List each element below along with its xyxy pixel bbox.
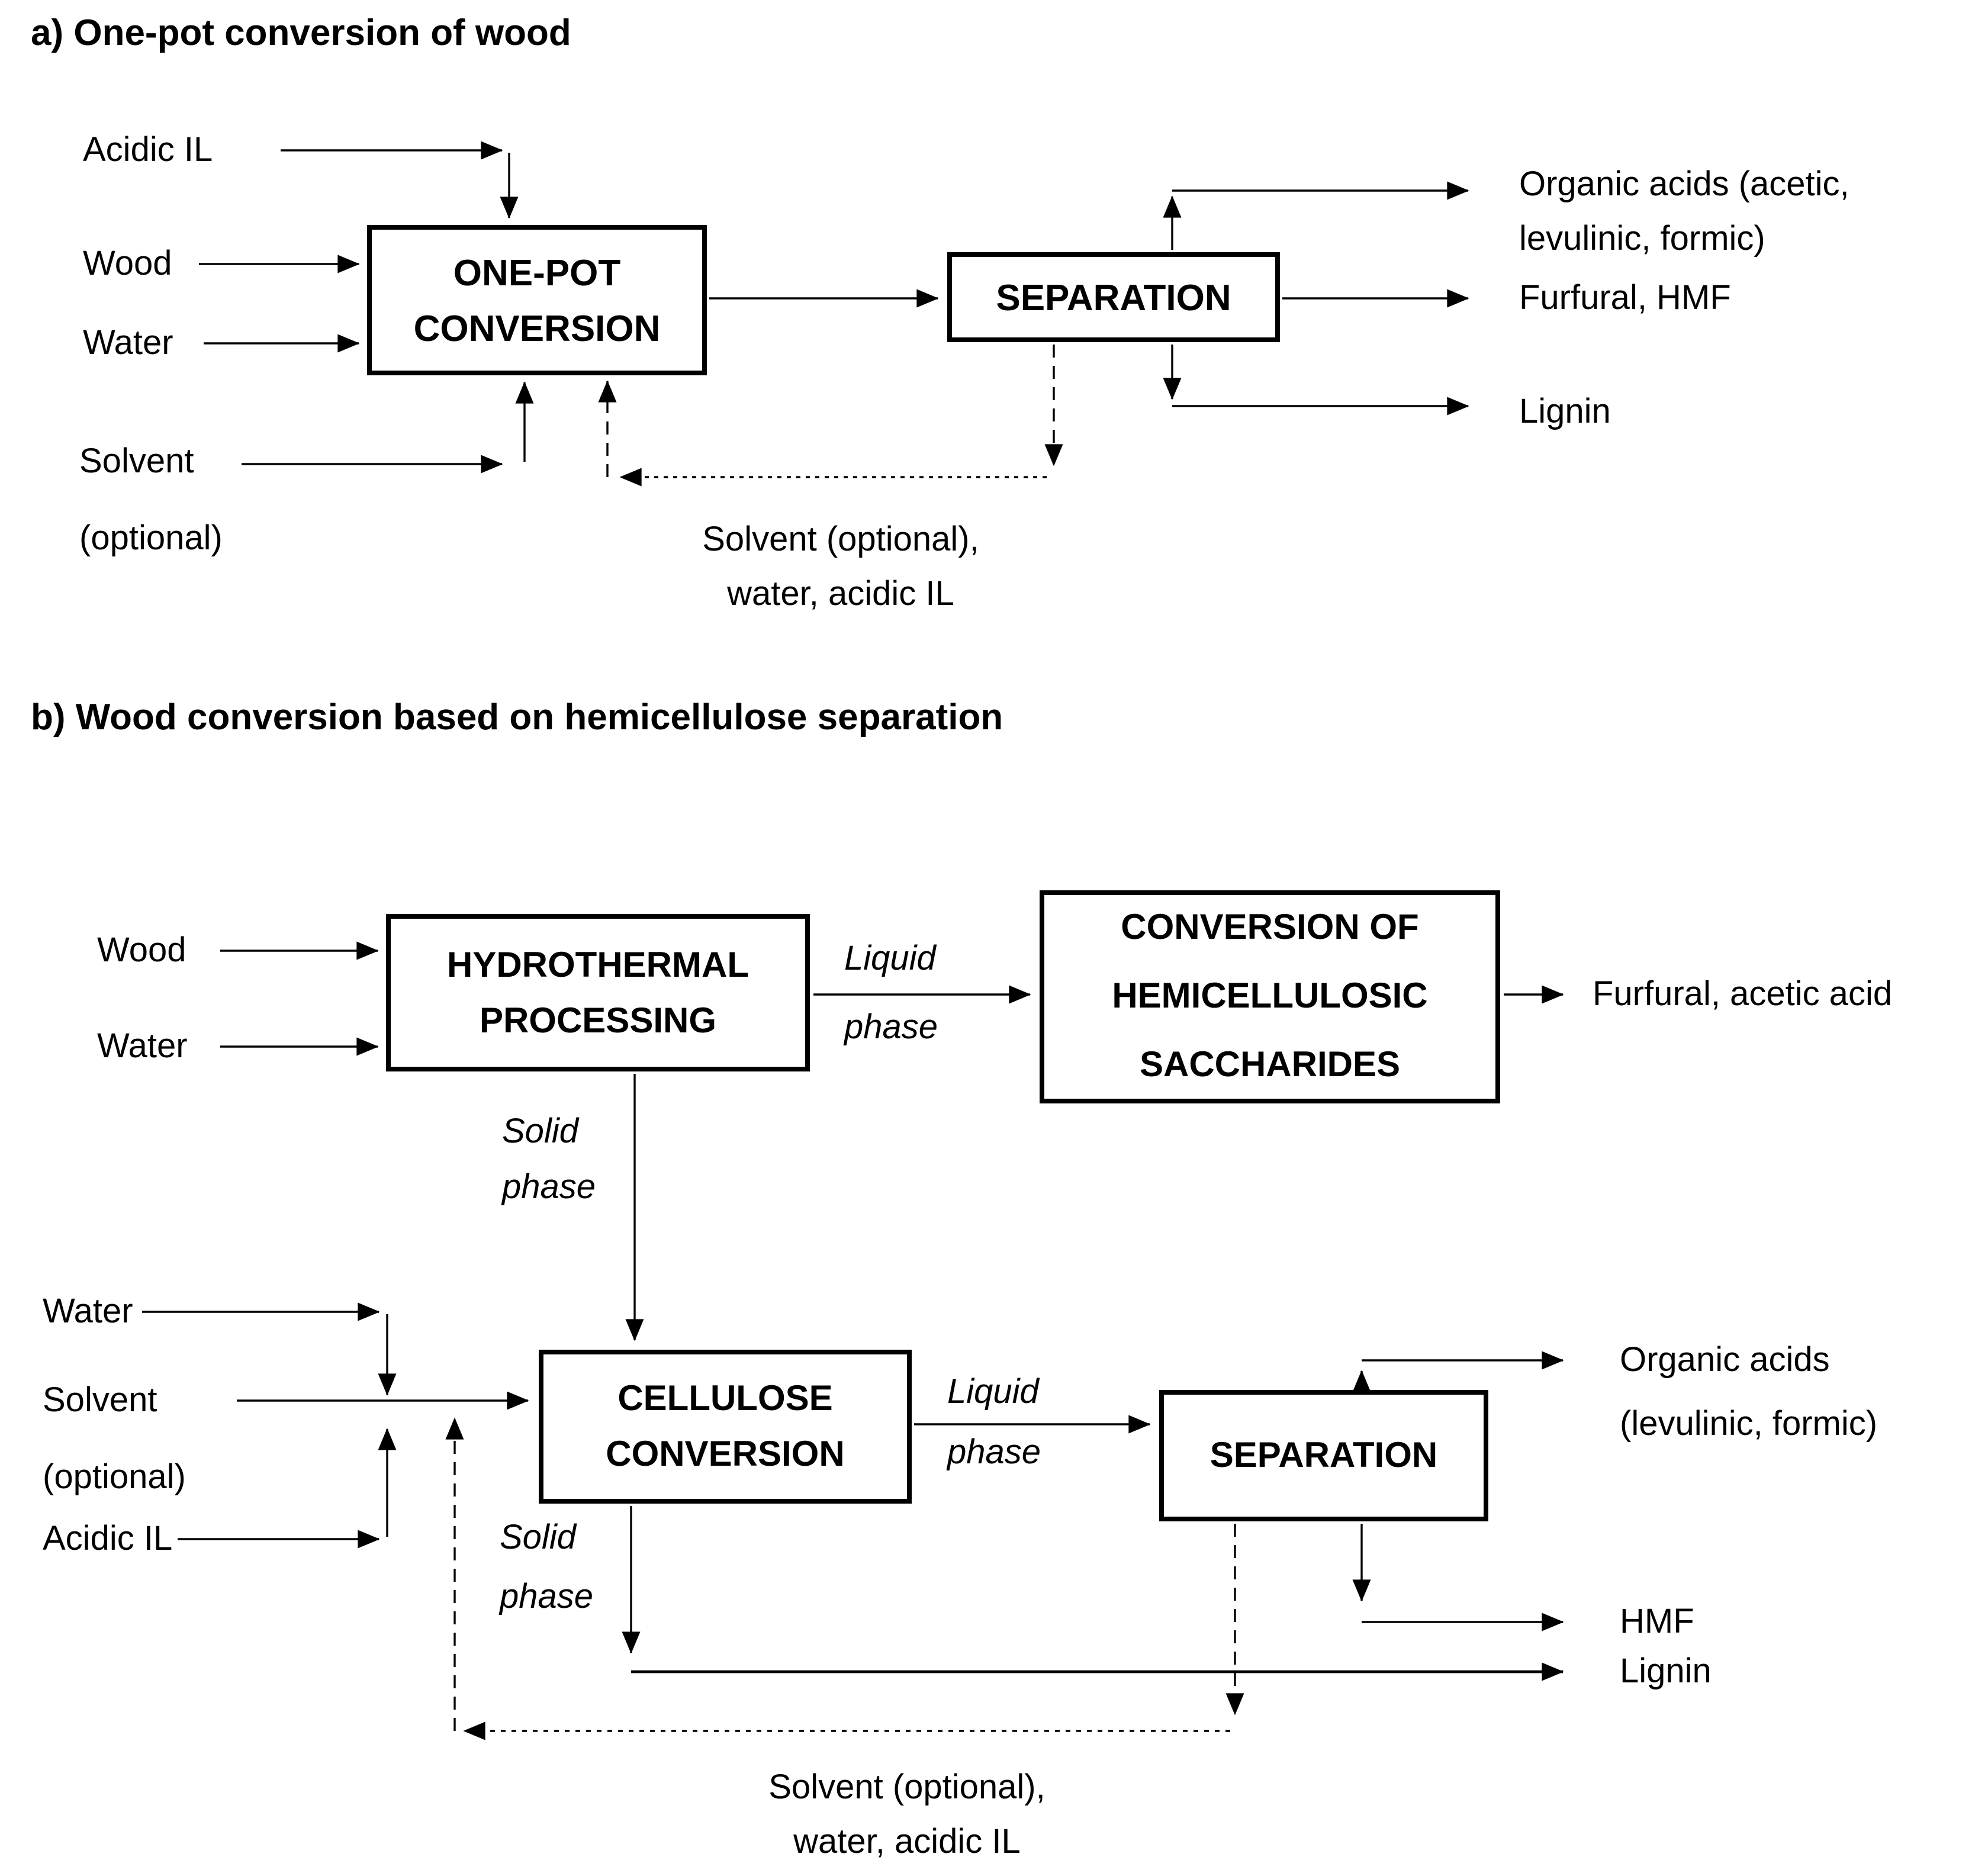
cellulose-conversion-box: CELLULOSE CONVERSION	[539, 1350, 912, 1504]
conversion-hemicellulosic-line3: SACCHARIDES	[1139, 1045, 1401, 1084]
separation-b-box-label: SEPARATION	[1209, 1436, 1438, 1475]
hydrothermal-box-line1: HYDROTHERMAL	[447, 945, 749, 984]
b-input-wood: Wood	[97, 932, 186, 970]
b-solid-phase-top-line2: phase	[502, 1169, 596, 1206]
a-output-lignin: Lignin	[1519, 393, 1611, 431]
conversion-hemicellulosic-line1: CONVERSION OF	[1121, 908, 1419, 947]
b-output-lignin: Lignin	[1620, 1653, 1712, 1691]
b-liquid-phase-bottom-line2: phase	[947, 1434, 1041, 1472]
one-pot-conversion-box: ONE-POT CONVERSION	[367, 225, 707, 375]
separation-a-box: SEPARATION	[947, 252, 1280, 342]
one-pot-conversion-box-line1: ONE-POT	[453, 252, 621, 293]
b-output-organic-acids-line1: Organic acids	[1620, 1341, 1830, 1379]
b-input-solvent-line2: (optional)	[43, 1459, 186, 1497]
a-output-organic-acids-line2: levulinic, formic)	[1519, 220, 1765, 258]
a-input-wood: Wood	[83, 245, 172, 283]
b-solid-phase-top-line1: Solid	[502, 1113, 578, 1151]
a-input-solvent-line1: Solvent	[79, 443, 194, 481]
b-output-hmf: HMF	[1620, 1603, 1694, 1641]
section-a-title: a) One-pot conversion of wood	[31, 12, 571, 53]
a-input-solvent-line2: (optional)	[79, 520, 223, 558]
cellulose-conversion-line2: CONVERSION	[606, 1435, 845, 1474]
b-input-acidic-il: Acidic IL	[43, 1520, 173, 1558]
a-input-water: Water	[83, 324, 173, 362]
a-recycle-label-line1: Solvent (optional),	[702, 521, 979, 559]
a-input-acidic-il: Acidic IL	[83, 131, 213, 169]
b-output-furfural-acetic: Furfural, acetic acid	[1593, 976, 1893, 1013]
b-input-water: Water	[97, 1028, 188, 1066]
b-output-organic-acids-line2: (levulinic, formic)	[1620, 1405, 1878, 1443]
cellulose-conversion-line1: CELLULOSE	[617, 1379, 833, 1418]
b-liquid-phase-top-line1: Liquid	[844, 940, 936, 978]
a-recycle-label-line2: water, acidic IL	[727, 575, 954, 613]
b-solid-phase-bottom-line2: phase	[500, 1578, 594, 1616]
b-input-water-side: Water	[43, 1293, 133, 1331]
separation-a-box-label: SEPARATION	[996, 276, 1231, 318]
b-recycle-label-line1: Solvent (optional),	[768, 1769, 1046, 1807]
conversion-hemicellulosic-box: CONVERSION OF HEMICELLULOSIC SACCHARIDES	[1040, 890, 1500, 1103]
b-recycle-label-line2: water, acidic IL	[793, 1823, 1021, 1861]
b-solid-phase-bottom-line1: Solid	[500, 1519, 576, 1557]
a-output-furfural-hmf: Furfural, HMF	[1519, 279, 1731, 317]
conversion-hemicellulosic-line2: HEMICELLULOSIC	[1112, 977, 1428, 1016]
one-pot-conversion-box-line2: CONVERSION	[413, 307, 661, 349]
b-input-solvent-line1: Solvent	[43, 1382, 157, 1420]
separation-b-box: SEPARATION	[1159, 1390, 1488, 1521]
a-output-organic-acids-line1: Organic acids (acetic,	[1519, 166, 1849, 204]
b-liquid-phase-top-line2: phase	[844, 1009, 938, 1047]
hydrothermal-processing-box: HYDROTHERMAL PROCESSING	[386, 914, 810, 1071]
hydrothermal-box-line2: PROCESSING	[479, 1001, 717, 1040]
section-b-title: b) Wood conversion based on hemicellulos…	[31, 696, 1003, 738]
b-liquid-phase-bottom-line1: Liquid	[947, 1373, 1039, 1411]
